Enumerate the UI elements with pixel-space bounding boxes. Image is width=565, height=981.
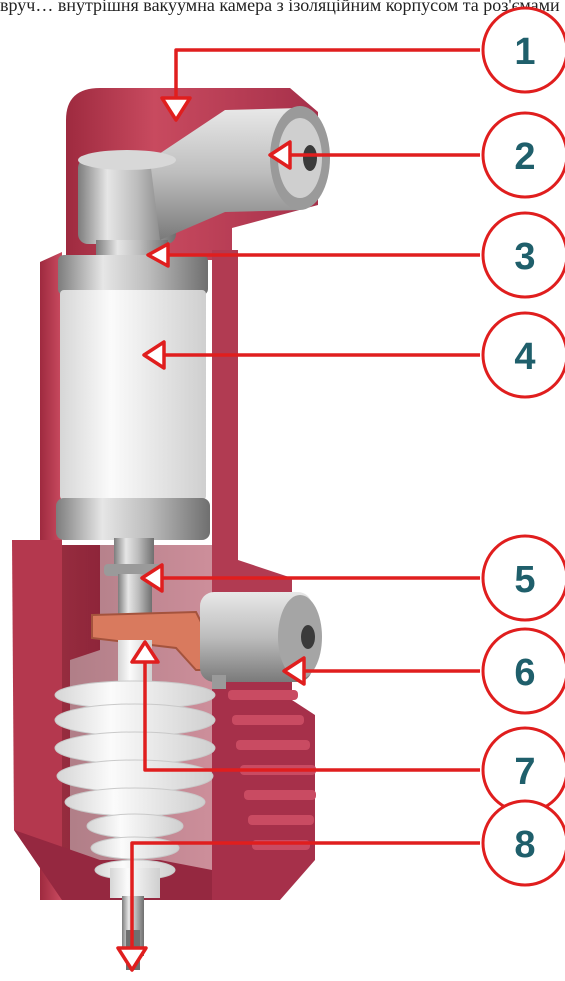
moving-stem-top bbox=[114, 538, 154, 568]
arrow-1 bbox=[160, 96, 192, 122]
leader-8 bbox=[130, 841, 480, 950]
ceramic-body bbox=[60, 290, 206, 500]
callout-6: 6 bbox=[481, 627, 565, 715]
top-terminal-arm bbox=[150, 108, 300, 240]
callout-3-label: 3 bbox=[514, 236, 535, 278]
callout-2: 2 bbox=[481, 111, 565, 199]
callout-3: 3 bbox=[481, 211, 565, 299]
lower-terminal-bolt-hole bbox=[301, 625, 315, 649]
callout-1: 1 bbox=[481, 6, 565, 94]
housing-right-wall bbox=[212, 250, 292, 615]
header-text: вруч… внутрішня вакуумна камера з ізоляц… bbox=[0, 0, 565, 15]
vacuum-interrupter bbox=[56, 240, 210, 619]
top-terminal-elbow-body bbox=[78, 158, 176, 244]
callout-5-label: 5 bbox=[514, 559, 535, 601]
arrow-5 bbox=[140, 563, 164, 593]
arrow-7 bbox=[130, 640, 160, 664]
callout-arrowheads bbox=[116, 96, 306, 972]
callout-4: 4 bbox=[481, 311, 565, 399]
callouts: 1 2 3 4 5 6 7 8 bbox=[481, 6, 565, 887]
callout-leaders bbox=[130, 48, 480, 950]
leader-7 bbox=[143, 660, 480, 772]
callout-1-label: 1 bbox=[514, 31, 535, 73]
callout-4-label: 4 bbox=[514, 336, 535, 378]
top-terminal-bolt-hole bbox=[303, 145, 317, 171]
insulator-sheds bbox=[54, 680, 216, 881]
lower-terminal-face bbox=[278, 595, 322, 679]
insulating-rod bbox=[54, 640, 216, 970]
arrow-2 bbox=[268, 140, 292, 170]
arrow-4 bbox=[142, 340, 166, 370]
callout-5: 5 bbox=[481, 534, 565, 622]
callout-8-label: 8 bbox=[514, 824, 535, 866]
lower-connection bbox=[91, 592, 322, 689]
leader-1 bbox=[174, 48, 480, 100]
callout-2-label: 2 bbox=[514, 136, 535, 178]
upper-end-cap bbox=[58, 255, 208, 295]
callout-8: 8 bbox=[481, 799, 565, 887]
callout-6-label: 6 bbox=[514, 652, 535, 694]
callout-7: 7 bbox=[481, 726, 565, 814]
housing-lower-outer bbox=[12, 540, 62, 900]
arrow-3 bbox=[146, 242, 170, 268]
arrow-8 bbox=[116, 946, 148, 972]
lower-end-cap bbox=[56, 498, 210, 540]
housing-ribbed-body bbox=[212, 610, 315, 900]
housing-ribs bbox=[228, 690, 316, 850]
callout-7-label: 7 bbox=[514, 751, 535, 793]
arrow-6 bbox=[282, 656, 306, 686]
top-terminal bbox=[78, 106, 330, 244]
